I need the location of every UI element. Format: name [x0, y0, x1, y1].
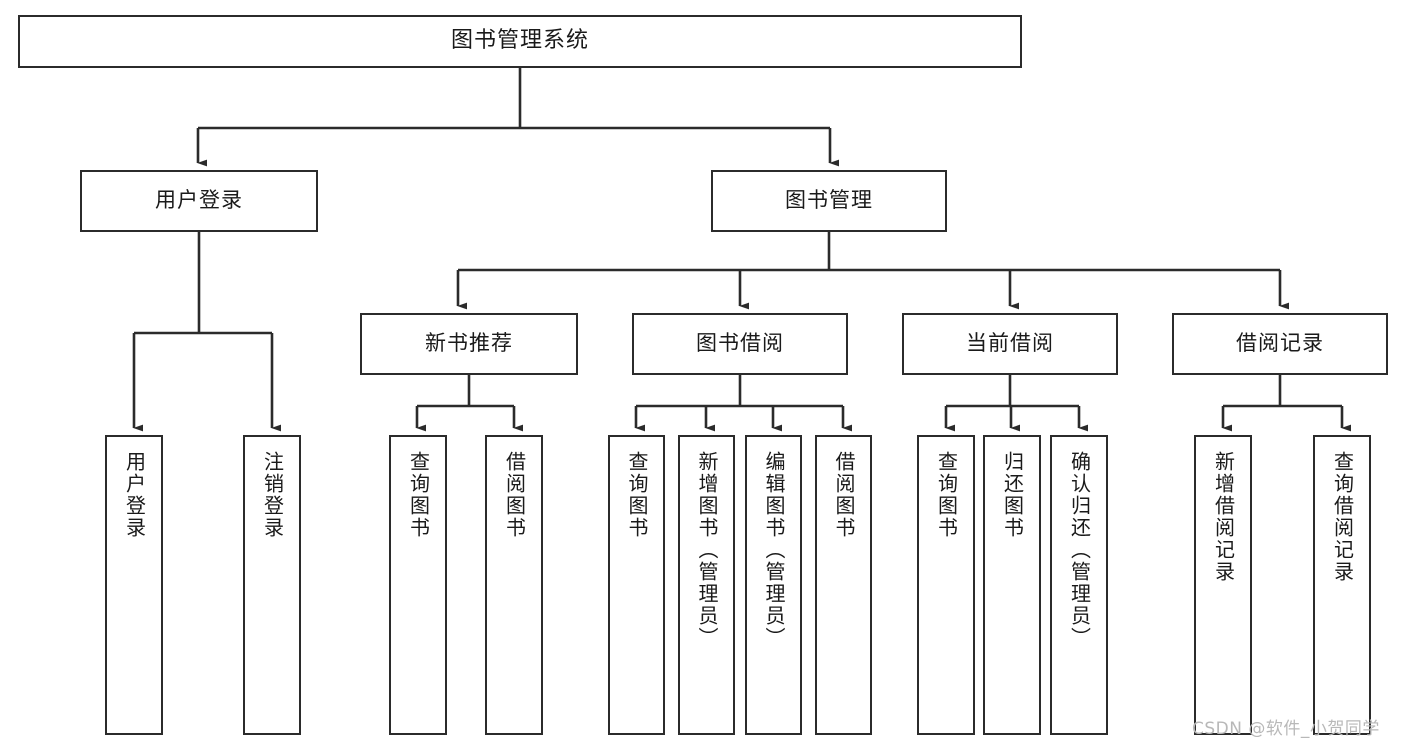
node-leaf-user-login[interactable]: 用户登录 — [105, 435, 163, 735]
node-leaf-return-book[interactable]: 归还图书 — [983, 435, 1041, 735]
node-leaf-borrow-book-1[interactable]: 借阅图书 — [485, 435, 543, 735]
node-book-borrow[interactable]: 图书借阅 — [632, 313, 848, 375]
node-user-login[interactable]: 用户登录 — [80, 170, 318, 232]
node-leaf-logout[interactable]: 注销登录 — [243, 435, 301, 735]
node-leaf-query-book-2-label: 查询图书 — [625, 451, 649, 539]
node-leaf-query-book-1-label: 查询图书 — [406, 451, 431, 539]
node-leaf-borrow-book-2[interactable]: 借阅图书 — [815, 435, 872, 735]
node-leaf-query-book-3[interactable]: 查询图书 — [917, 435, 975, 735]
node-leaf-borrow-book-2-label: 借阅图书 — [832, 451, 856, 539]
node-leaf-query-book-2[interactable]: 查询图书 — [608, 435, 665, 735]
node-leaf-confirm-return-label: 确认归还（管理员） — [1067, 451, 1092, 649]
node-leaf-return-book-label: 归还图书 — [1000, 451, 1025, 539]
node-new-book-recommend[interactable]: 新书推荐 — [360, 313, 578, 375]
node-leaf-query-record[interactable]: 查询借阅记录 — [1313, 435, 1371, 735]
node-current-borrow-label: 当前借阅 — [966, 331, 1054, 356]
node-leaf-add-book-label: 新增图书（管理员） — [695, 451, 719, 649]
node-user-login-label: 用户登录 — [155, 188, 243, 213]
node-borrow-record[interactable]: 借阅记录 — [1172, 313, 1388, 375]
node-book-manage-label: 图书管理 — [785, 188, 873, 213]
node-leaf-edit-book[interactable]: 编辑图书（管理员） — [745, 435, 802, 735]
node-book-manage[interactable]: 图书管理 — [711, 170, 947, 232]
node-book-borrow-label: 图书借阅 — [696, 331, 784, 356]
node-root[interactable]: 图书管理系统 — [18, 15, 1022, 68]
csdn-watermark: CSDN @软件_小贺同学 — [1192, 719, 1380, 739]
node-leaf-user-login-label: 用户登录 — [122, 451, 147, 539]
node-leaf-add-book[interactable]: 新增图书（管理员） — [678, 435, 735, 735]
node-leaf-add-record-label: 新增借阅记录 — [1211, 451, 1236, 583]
node-leaf-query-book-3-label: 查询图书 — [934, 451, 959, 539]
node-leaf-add-record[interactable]: 新增借阅记录 — [1194, 435, 1252, 735]
node-leaf-edit-book-label: 编辑图书（管理员） — [762, 451, 786, 649]
node-leaf-logout-label: 注销登录 — [260, 451, 285, 539]
node-leaf-borrow-book-1-label: 借阅图书 — [502, 451, 527, 539]
node-root-label: 图书管理系统 — [450, 28, 589, 54]
node-new-book-recommend-label: 新书推荐 — [425, 331, 513, 356]
node-leaf-query-record-label: 查询借阅记录 — [1330, 451, 1355, 583]
node-leaf-confirm-return[interactable]: 确认归还（管理员） — [1050, 435, 1108, 735]
node-borrow-record-label: 借阅记录 — [1236, 331, 1324, 356]
node-current-borrow[interactable]: 当前借阅 — [902, 313, 1118, 375]
node-leaf-query-book-1[interactable]: 查询图书 — [389, 435, 447, 735]
